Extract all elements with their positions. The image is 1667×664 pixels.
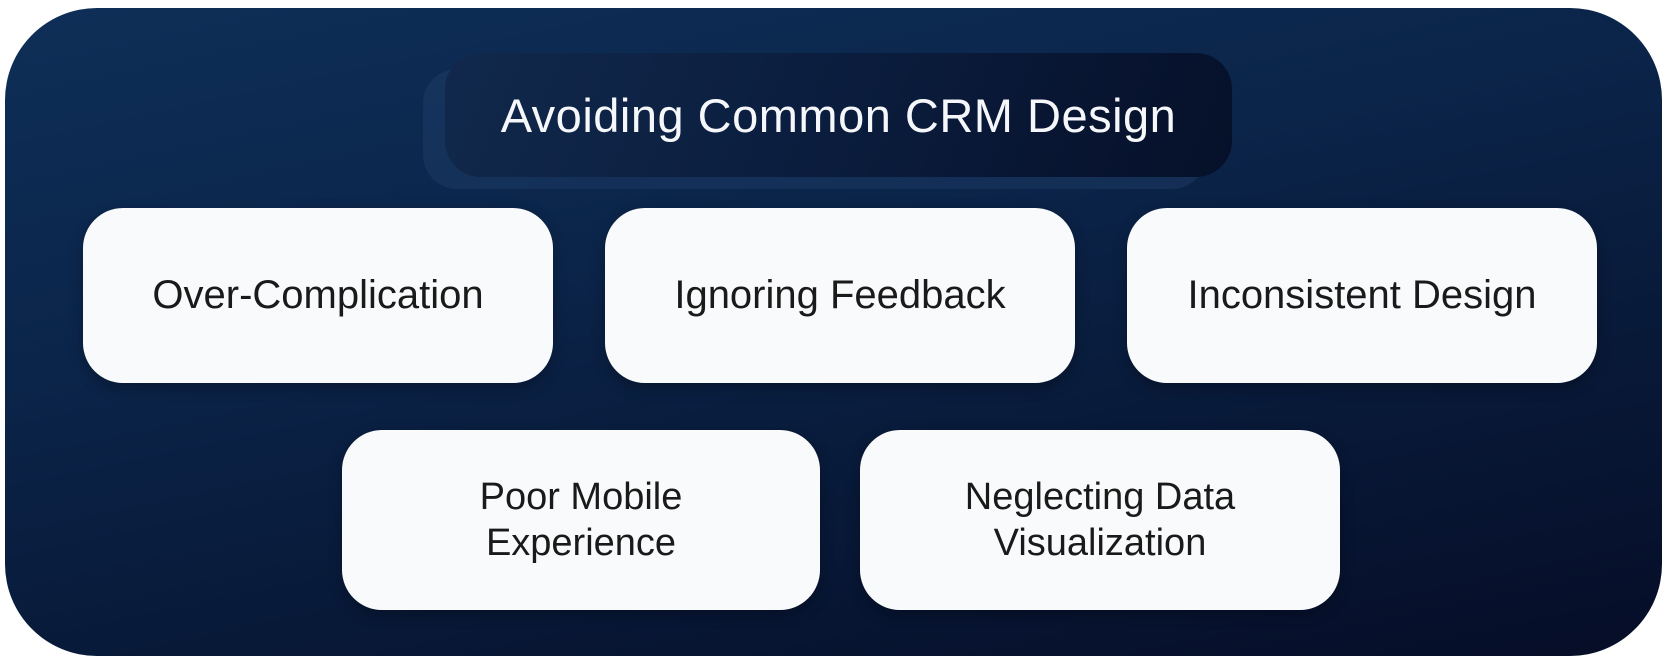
card-neglecting-data-visualization: Neglecting Data Visualization — [860, 430, 1340, 610]
card-label: Poor Mobile Experience — [479, 475, 683, 564]
card-label: Neglecting Data Visualization — [964, 475, 1236, 564]
title-box: Avoiding Common CRM Design — [445, 53, 1232, 177]
card-label: Inconsistent Design — [1187, 273, 1537, 318]
card-poor-mobile-experience: Poor Mobile Experience — [342, 430, 820, 610]
card-over-complication: Over-Complication — [83, 208, 553, 383]
card-label: Over-Complication — [152, 273, 484, 318]
background-panel: Avoiding Common CRM Design Over-Complica… — [5, 8, 1662, 656]
card-inconsistent-design: Inconsistent Design — [1127, 208, 1597, 383]
card-ignoring-feedback: Ignoring Feedback — [605, 208, 1075, 383]
card-label: Ignoring Feedback — [674, 273, 1006, 318]
page-title: Avoiding Common CRM Design — [500, 88, 1177, 142]
